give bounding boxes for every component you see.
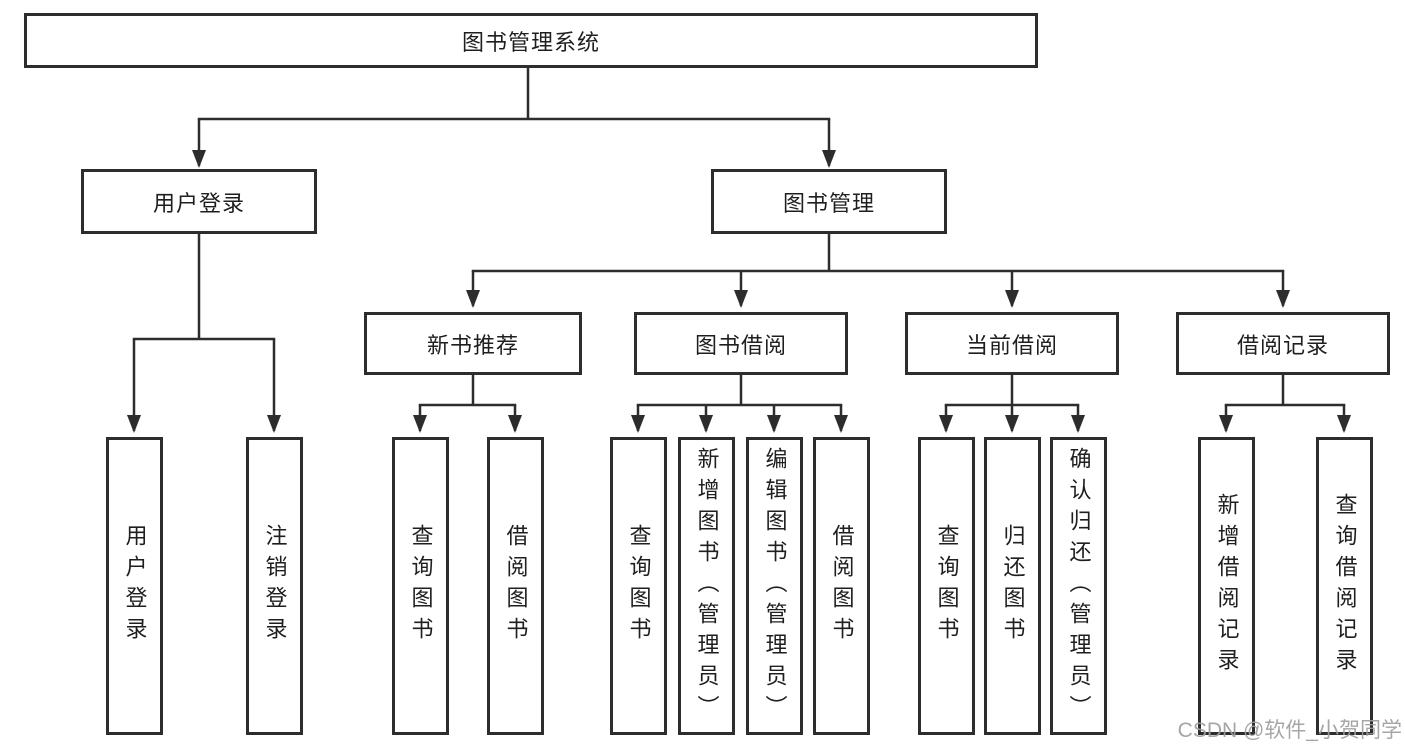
leaf-edit-book-admin: 编辑图书（管理员） xyxy=(746,437,803,735)
leaf-borrow-book-recommend-label: 借阅图书 xyxy=(503,524,529,648)
leaf-logout: 注销登录 xyxy=(246,437,303,735)
watermark: CSDN @软件_小贺同学 xyxy=(1177,719,1402,742)
leaf-edit-book-admin-label: 编辑图书（管理员） xyxy=(762,446,788,726)
leaf-query-book-current: 查询图书 xyxy=(918,437,975,735)
leaf-return-book: 归还图书 xyxy=(984,437,1041,735)
leaf-add-borrow-record: 新增借阅记录 xyxy=(1198,437,1255,735)
node-borrow-records: 借阅记录 xyxy=(1176,312,1390,375)
leaf-add-borrow-record-label: 新增借阅记录 xyxy=(1214,493,1240,679)
leaf-user-login: 用户登录 xyxy=(106,437,163,735)
node-current-borrow: 当前借阅 xyxy=(905,312,1119,375)
leaf-add-book-admin-label: 新增图书（管理员） xyxy=(694,446,720,726)
node-book-management-label: 图书管理 xyxy=(782,190,875,216)
node-user-login-label: 用户登录 xyxy=(152,190,245,216)
node-user-login: 用户登录 xyxy=(81,169,317,234)
leaf-user-login-label: 用户登录 xyxy=(122,524,148,648)
node-book-management: 图书管理 xyxy=(711,169,947,234)
leaf-query-borrow-record-label: 查询借阅记录 xyxy=(1332,493,1358,679)
leaf-borrow-book-label: 借阅图书 xyxy=(829,524,855,648)
node-borrow-records-label: 借阅记录 xyxy=(1236,332,1329,358)
leaf-borrow-book: 借阅图书 xyxy=(813,437,870,735)
node-book-borrow: 图书借阅 xyxy=(634,312,848,375)
leaf-query-book-recommend: 查询图书 xyxy=(392,437,449,735)
leaf-return-book-label: 归还图书 xyxy=(1000,524,1026,648)
node-system-root-label: 图书管理系统 xyxy=(461,29,600,55)
node-current-borrow-label: 当前借阅 xyxy=(965,332,1058,358)
node-book-borrow-label: 图书借阅 xyxy=(694,332,787,358)
leaf-query-book-current-label: 查询图书 xyxy=(934,524,960,648)
leaf-query-book-borrow-label: 查询图书 xyxy=(626,524,652,648)
leaf-borrow-book-recommend: 借阅图书 xyxy=(487,437,544,735)
node-system-root: 图书管理系统 xyxy=(24,13,1038,68)
node-new-book-recommend: 新书推荐 xyxy=(364,312,582,375)
leaf-confirm-return-admin: 确认归还（管理员） xyxy=(1050,437,1107,735)
leaf-add-book-admin: 新增图书（管理员） xyxy=(678,437,735,735)
leaf-query-book-recommend-label: 查询图书 xyxy=(408,524,434,648)
leaf-logout-label: 注销登录 xyxy=(262,524,288,648)
leaf-confirm-return-admin-label: 确认归还（管理员） xyxy=(1066,446,1092,726)
leaf-query-book-borrow: 查询图书 xyxy=(610,437,667,735)
node-new-book-recommend-label: 新书推荐 xyxy=(426,332,519,358)
leaf-query-borrow-record: 查询借阅记录 xyxy=(1316,437,1373,735)
